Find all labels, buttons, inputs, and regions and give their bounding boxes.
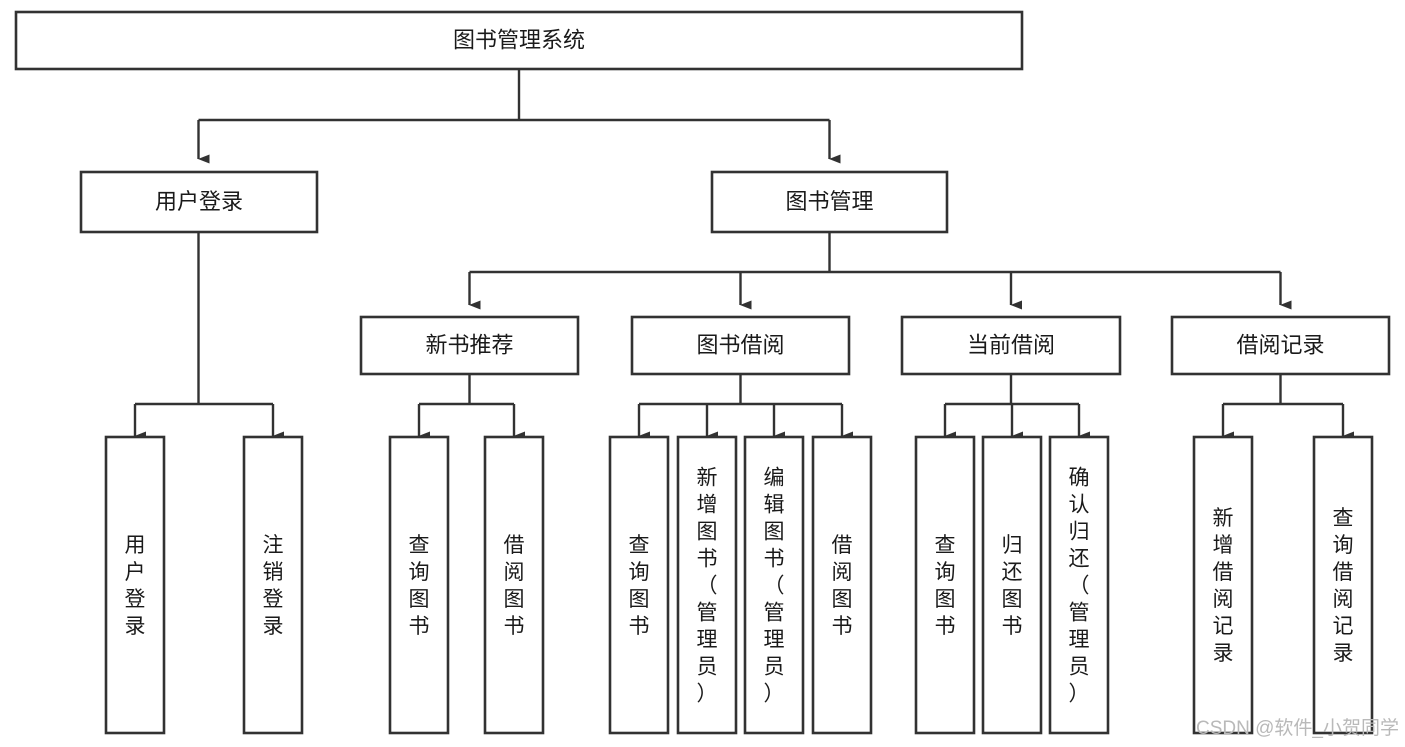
node-label-leaf-add-book: 新增图书（管理员） [697,467,718,706]
node-box-leaf-borrow-book[interactable] [811,435,873,735]
node-box-leaf-add-book[interactable] [676,435,738,735]
node-box-leaf-borrow-book-recommend[interactable] [483,435,545,735]
node-label-leaf-borrow-book-recommend: 借阅图书 [504,534,525,638]
node-current-borrow[interactable]: 当前借阅 [900,315,1122,376]
node-leaf-borrow-book[interactable]: 借阅图书 [811,435,873,735]
node-leaf-confirm-return[interactable]: 确认归还（管理员） [1048,435,1110,735]
node-label-leaf-add-borrow-record: 新增借阅记录 [1213,507,1234,665]
node-leaf-add-borrow-record[interactable]: 新增借阅记录 [1192,435,1254,735]
node-layer: 图书管理系统用户登录图书管理新书推荐图书借阅当前借阅借阅记录用户登录注销登录查询… [14,10,1391,735]
node-user-login[interactable]: 用户登录 [79,170,319,234]
node-box-leaf-query-book-borrow[interactable] [608,435,670,735]
connector-layer [133,69,1354,441]
node-label-leaf-query-borrow-record: 查询借阅记录 [1333,507,1354,665]
node-book-management[interactable]: 图书管理 [710,170,949,234]
node-box-new-book-recommend[interactable] [359,315,580,376]
node-box-book-management[interactable] [710,170,949,234]
node-new-book-recommend[interactable]: 新书推荐 [359,315,580,376]
node-box-leaf-return-book[interactable] [981,435,1043,735]
node-box-leaf-user-logout[interactable] [242,435,304,735]
node-box-leaf-confirm-return[interactable] [1048,435,1110,735]
node-label-leaf-user-logout: 注销登录 [263,534,284,638]
node-leaf-return-book[interactable]: 归还图书 [981,435,1043,735]
node-box-leaf-edit-book[interactable] [743,435,805,735]
node-label-leaf-borrow-book: 借阅图书 [832,534,853,638]
node-label-leaf-edit-book: 编辑图书（管理员） [764,467,785,706]
node-leaf-user-logout[interactable]: 注销登录 [242,435,304,735]
node-label-leaf-return-book: 归还图书 [1002,534,1023,638]
node-box-leaf-query-book-recommend[interactable] [388,435,450,735]
node-label-leaf-user-login: 用户登录 [125,534,146,638]
node-leaf-add-book[interactable]: 新增图书（管理员） [676,435,738,735]
node-book-borrow[interactable]: 图书借阅 [630,315,851,376]
node-label-leaf-query-book-current: 查询图书 [935,534,956,638]
node-leaf-user-login[interactable]: 用户登录 [104,435,166,735]
node-box-leaf-user-login[interactable] [104,435,166,735]
node-leaf-query-book-borrow[interactable]: 查询图书 [608,435,670,735]
node-label-book-borrow: 图书借阅 [696,332,784,357]
node-label-new-book-recommend: 新书推荐 [425,332,513,357]
node-box-borrow-record[interactable] [1170,315,1391,376]
node-label-leaf-query-book-borrow: 查询图书 [629,534,650,638]
node-label-current-borrow: 当前借阅 [967,332,1055,357]
watermark-label: CSDN @软件_小贺同学 [1196,717,1399,739]
node-leaf-borrow-book-recommend[interactable]: 借阅图书 [483,435,545,735]
node-borrow-record[interactable]: 借阅记录 [1170,315,1391,376]
node-box-leaf-query-borrow-record[interactable] [1312,435,1374,735]
node-label-borrow-record: 借阅记录 [1236,332,1324,357]
node-box-root[interactable] [14,10,1024,71]
node-label-book-management: 图书管理 [785,189,873,214]
node-box-user-login[interactable] [79,170,319,234]
node-root[interactable]: 图书管理系统 [14,10,1024,71]
node-box-current-borrow[interactable] [900,315,1122,376]
node-label-leaf-query-book-recommend: 查询图书 [409,534,430,638]
node-leaf-query-book-recommend[interactable]: 查询图书 [388,435,450,735]
node-label-root: 图书管理系统 [453,27,585,52]
node-label-leaf-confirm-return: 确认归还（管理员） [1069,467,1090,706]
node-leaf-edit-book[interactable]: 编辑图书（管理员） [743,435,805,735]
node-box-book-borrow[interactable] [630,315,851,376]
node-leaf-query-book-current[interactable]: 查询图书 [914,435,976,735]
node-label-user-login: 用户登录 [155,189,243,214]
node-leaf-query-borrow-record[interactable]: 查询借阅记录 [1312,435,1374,735]
node-box-leaf-add-borrow-record[interactable] [1192,435,1254,735]
node-box-leaf-query-book-current[interactable] [914,435,976,735]
